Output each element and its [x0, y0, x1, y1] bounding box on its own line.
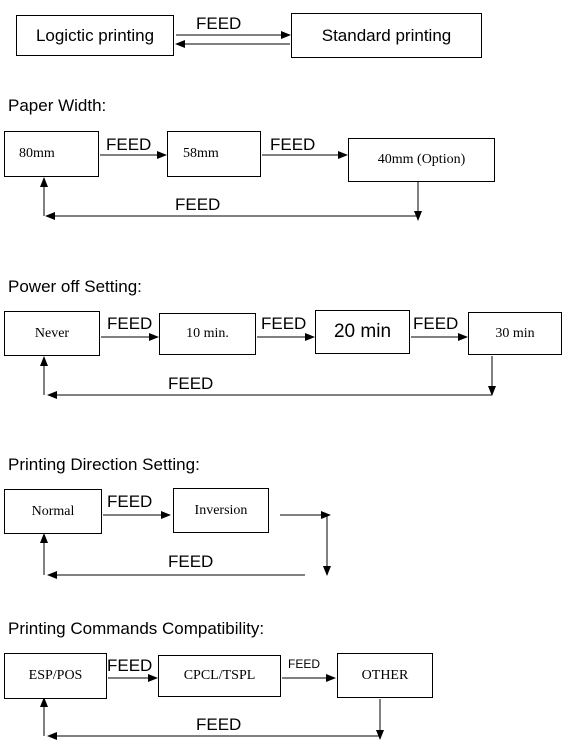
direction-inversion-label: Inversion	[194, 502, 248, 518]
power-off-10min-box: 10 min.	[159, 313, 256, 355]
commands-compatibility-heading: Printing Commands Compatibility:	[8, 619, 265, 638]
commands-cpcltspl-label: CPCL/TSPL	[183, 668, 256, 683]
power-off-30min-label: 30 min	[495, 325, 535, 341]
commands-esppos-box: ESP/POS	[4, 653, 107, 699]
paper-width-heading: Paper Width:	[8, 96, 107, 115]
paper-width-40mm-label: 40mm (Option)	[377, 152, 466, 167]
power-off-never-box: Never	[4, 311, 100, 356]
paper-width-58mm-box: 58mm	[167, 131, 261, 177]
power-off-never-label: Never	[34, 325, 70, 341]
standard-printing-box: Standard printing	[291, 13, 482, 58]
power-off-10min-label: 10 min.	[186, 326, 229, 341]
direction-normal-label: Normal	[31, 503, 75, 519]
standard-printing-label: Standard printing	[321, 25, 452, 45]
power-off-heading: Power off Setting:	[8, 277, 142, 296]
direction-feed-label-2: FEED	[168, 552, 214, 571]
power-off-20min-label: 20 min	[333, 321, 392, 342]
power-feed-label-4: FEED	[168, 374, 214, 393]
power-off-20min-box: 20 min	[315, 310, 410, 354]
mode-feed-label: FEED	[196, 14, 242, 33]
paper-feed-label-1: FEED	[106, 135, 152, 154]
paper-feed-label-2: FEED	[270, 135, 316, 154]
logictic-printing-box: Logictic printing	[16, 15, 174, 56]
commands-other-label: OTHER	[361, 667, 409, 683]
direction-inversion-box: Inversion	[173, 488, 269, 533]
commands-cpcltspl-box: CPCL/TSPL	[158, 655, 281, 697]
power-feed-label-2: FEED	[261, 314, 307, 333]
commands-feed-label-1: FEED	[107, 656, 153, 675]
paper-width-80mm-label: 80mm	[19, 146, 55, 161]
paper-width-80mm-box: 80mm	[4, 131, 99, 177]
paper-feed-label-3: FEED	[175, 195, 221, 214]
paper-width-40mm-box: 40mm (Option)	[348, 138, 495, 182]
logictic-printing-label: Logictic printing	[35, 25, 155, 45]
power-feed-label-1: FEED	[107, 314, 153, 333]
direction-feed-label-1: FEED	[107, 492, 153, 511]
paper-width-58mm-label: 58mm	[183, 146, 219, 161]
commands-feed-label-3: FEED	[196, 715, 242, 734]
printing-direction-heading: Printing Direction Setting:	[8, 455, 200, 474]
power-off-30min-box: 30 min	[468, 312, 562, 355]
power-feed-label-3: FEED	[413, 314, 459, 333]
direction-normal-box: Normal	[4, 489, 102, 534]
commands-other-box: OTHER	[337, 653, 433, 698]
commands-esppos-label: ESP/POS	[28, 668, 83, 683]
commands-feed-label-2: FEED	[288, 657, 321, 671]
